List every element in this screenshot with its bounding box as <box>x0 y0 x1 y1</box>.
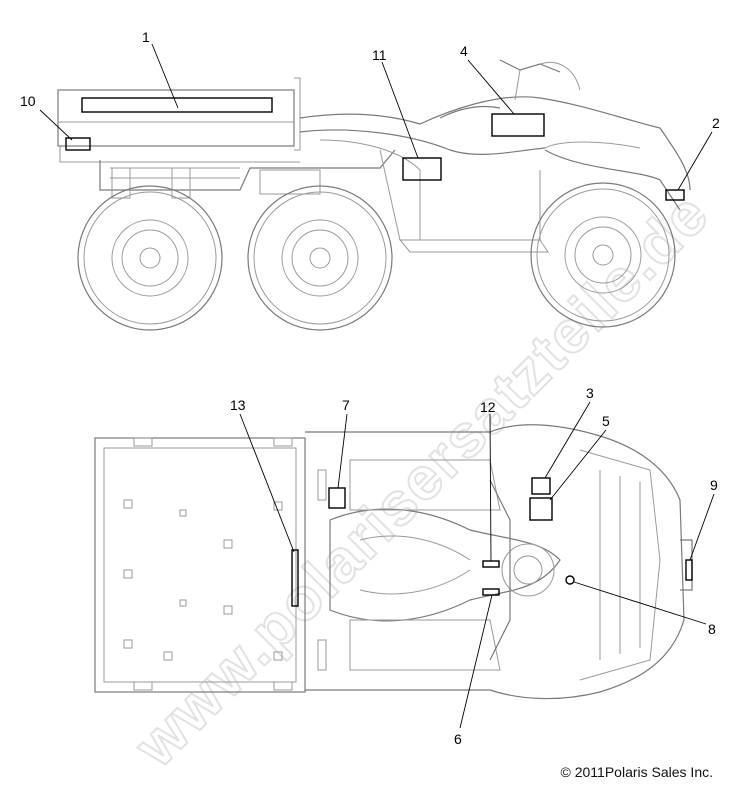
callout-12: 12 <box>480 399 496 415</box>
copyright-notice: © 2011Polaris Sales Inc. <box>560 764 713 780</box>
wheel-front <box>530 182 676 328</box>
decal-7-box <box>328 487 346 509</box>
callout-9: 9 <box>710 477 718 493</box>
decal-1-box <box>81 97 273 113</box>
callout-10: 10 <box>20 93 36 109</box>
callout-6: 6 <box>454 731 462 747</box>
decal-2-box <box>665 189 685 201</box>
wheel-rear-2 <box>247 185 393 331</box>
decal-13-box <box>291 549 299 607</box>
callout-1: 1 <box>142 29 150 45</box>
callout-3: 3 <box>586 385 594 401</box>
callout-7: 7 <box>342 397 350 413</box>
decal-12-bottom-box <box>482 588 500 596</box>
callout-2: 2 <box>712 115 720 131</box>
callout-13: 13 <box>230 397 246 413</box>
decal-8-marker <box>565 575 575 585</box>
side-view-vehicle <box>57 59 691 253</box>
callout-5: 5 <box>602 413 610 429</box>
decal-12-top-box <box>482 560 500 568</box>
callout-11: 11 <box>372 47 387 63</box>
decal-3-box <box>531 477 551 495</box>
top-view-vehicle <box>94 424 693 700</box>
decal-4-box <box>491 113 545 137</box>
decal-11-box <box>402 157 442 181</box>
callout-4: 4 <box>460 43 468 59</box>
decal-9-box <box>685 559 693 581</box>
decal-10-box <box>65 137 91 151</box>
callout-8: 8 <box>708 621 716 637</box>
wheel-rear-1 <box>77 185 223 331</box>
decal-5-box <box>529 497 553 521</box>
